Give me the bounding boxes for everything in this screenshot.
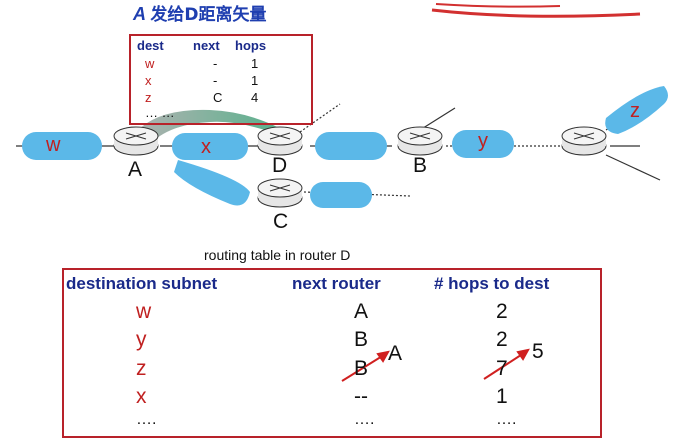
rt-row-dest: y (136, 328, 147, 351)
router-label-d: D (272, 154, 288, 177)
router-b-icon (397, 126, 443, 156)
slide-title: A 发给D距离矢量 (133, 0, 266, 25)
title-node: A (133, 4, 146, 24)
network-c-blob (310, 182, 372, 208)
dv-row-next: - (213, 73, 218, 88)
routing-table-caption: routing table in router D (204, 247, 351, 263)
dv-row-next: C (213, 90, 223, 105)
network-label-y: y (478, 130, 488, 152)
dv-row-next: - (213, 56, 218, 71)
rt-row-hops: …. (496, 411, 517, 428)
rt-row-dest: z (136, 357, 147, 380)
dv-header-hops: hops (235, 38, 267, 53)
rt-row-hops: 1 (496, 385, 508, 408)
network-a-c-blob (174, 160, 250, 206)
router-a-icon (113, 126, 159, 156)
dv-row-hops: 4 (251, 90, 259, 105)
rt-row-dest: …. (136, 411, 157, 428)
title-text: 发给D距离矢量 (150, 5, 267, 25)
dv-header-dest: dest (137, 38, 164, 53)
router-c-icon (257, 178, 303, 208)
dv-header-next: next (193, 38, 220, 53)
distance-vector-table: dest next hops w - 1 x - 1 z C 4 … … (129, 34, 313, 125)
router-label-c: C (273, 210, 289, 233)
rt-row-next: …. (354, 411, 375, 428)
updated-next-router: A (388, 342, 403, 365)
dv-row-hops: 1 (251, 56, 259, 71)
router-label-b: B (413, 154, 428, 177)
rt-row-dest: w (136, 300, 152, 323)
rt-row-dest: x (136, 385, 147, 408)
dv-row-dest: z (145, 90, 152, 105)
router-label-a: A (128, 158, 143, 181)
update-arrows (341, 348, 530, 382)
network-z-blob (605, 86, 668, 134)
rt-row-next: B (354, 328, 369, 351)
network-label-x: x (201, 136, 211, 158)
rt-header-next: next router (292, 274, 381, 293)
rt-header-dest: destination subnet (66, 274, 218, 293)
rt-row-next-old: B (354, 357, 369, 380)
network-d-b-blob (315, 132, 387, 160)
rt-row-hops: 2 (496, 300, 508, 323)
network-y-blob (452, 130, 514, 158)
highlight-scribble (431, 8, 641, 18)
network-blobs (22, 86, 668, 208)
rt-row-hops: 2 (496, 328, 508, 351)
dv-row-dest: w (145, 56, 155, 71)
network-w-blob (22, 132, 102, 160)
rt-row-hops-old: 7 (496, 357, 508, 380)
rt-header-hops: # hops to dest (434, 274, 550, 293)
dv-row-hops: 1 (251, 73, 259, 88)
rt-row-next: -- (354, 385, 368, 408)
highlight-scribble-2 (435, 3, 561, 8)
routing-table: destination subnet next router # hops to… (62, 268, 602, 438)
network-label-z: z (630, 100, 640, 122)
updated-hops: 5 (532, 340, 544, 363)
dv-row-dest: x (145, 73, 152, 88)
advertisement-arrow (130, 109, 300, 144)
network-x-blob (172, 133, 248, 160)
rt-row-next: A (354, 300, 369, 323)
network-label-w: w (46, 134, 61, 156)
dv-ellipsis: … … (145, 105, 175, 120)
router-far-icon (561, 126, 607, 156)
router-d-icon (257, 126, 303, 156)
